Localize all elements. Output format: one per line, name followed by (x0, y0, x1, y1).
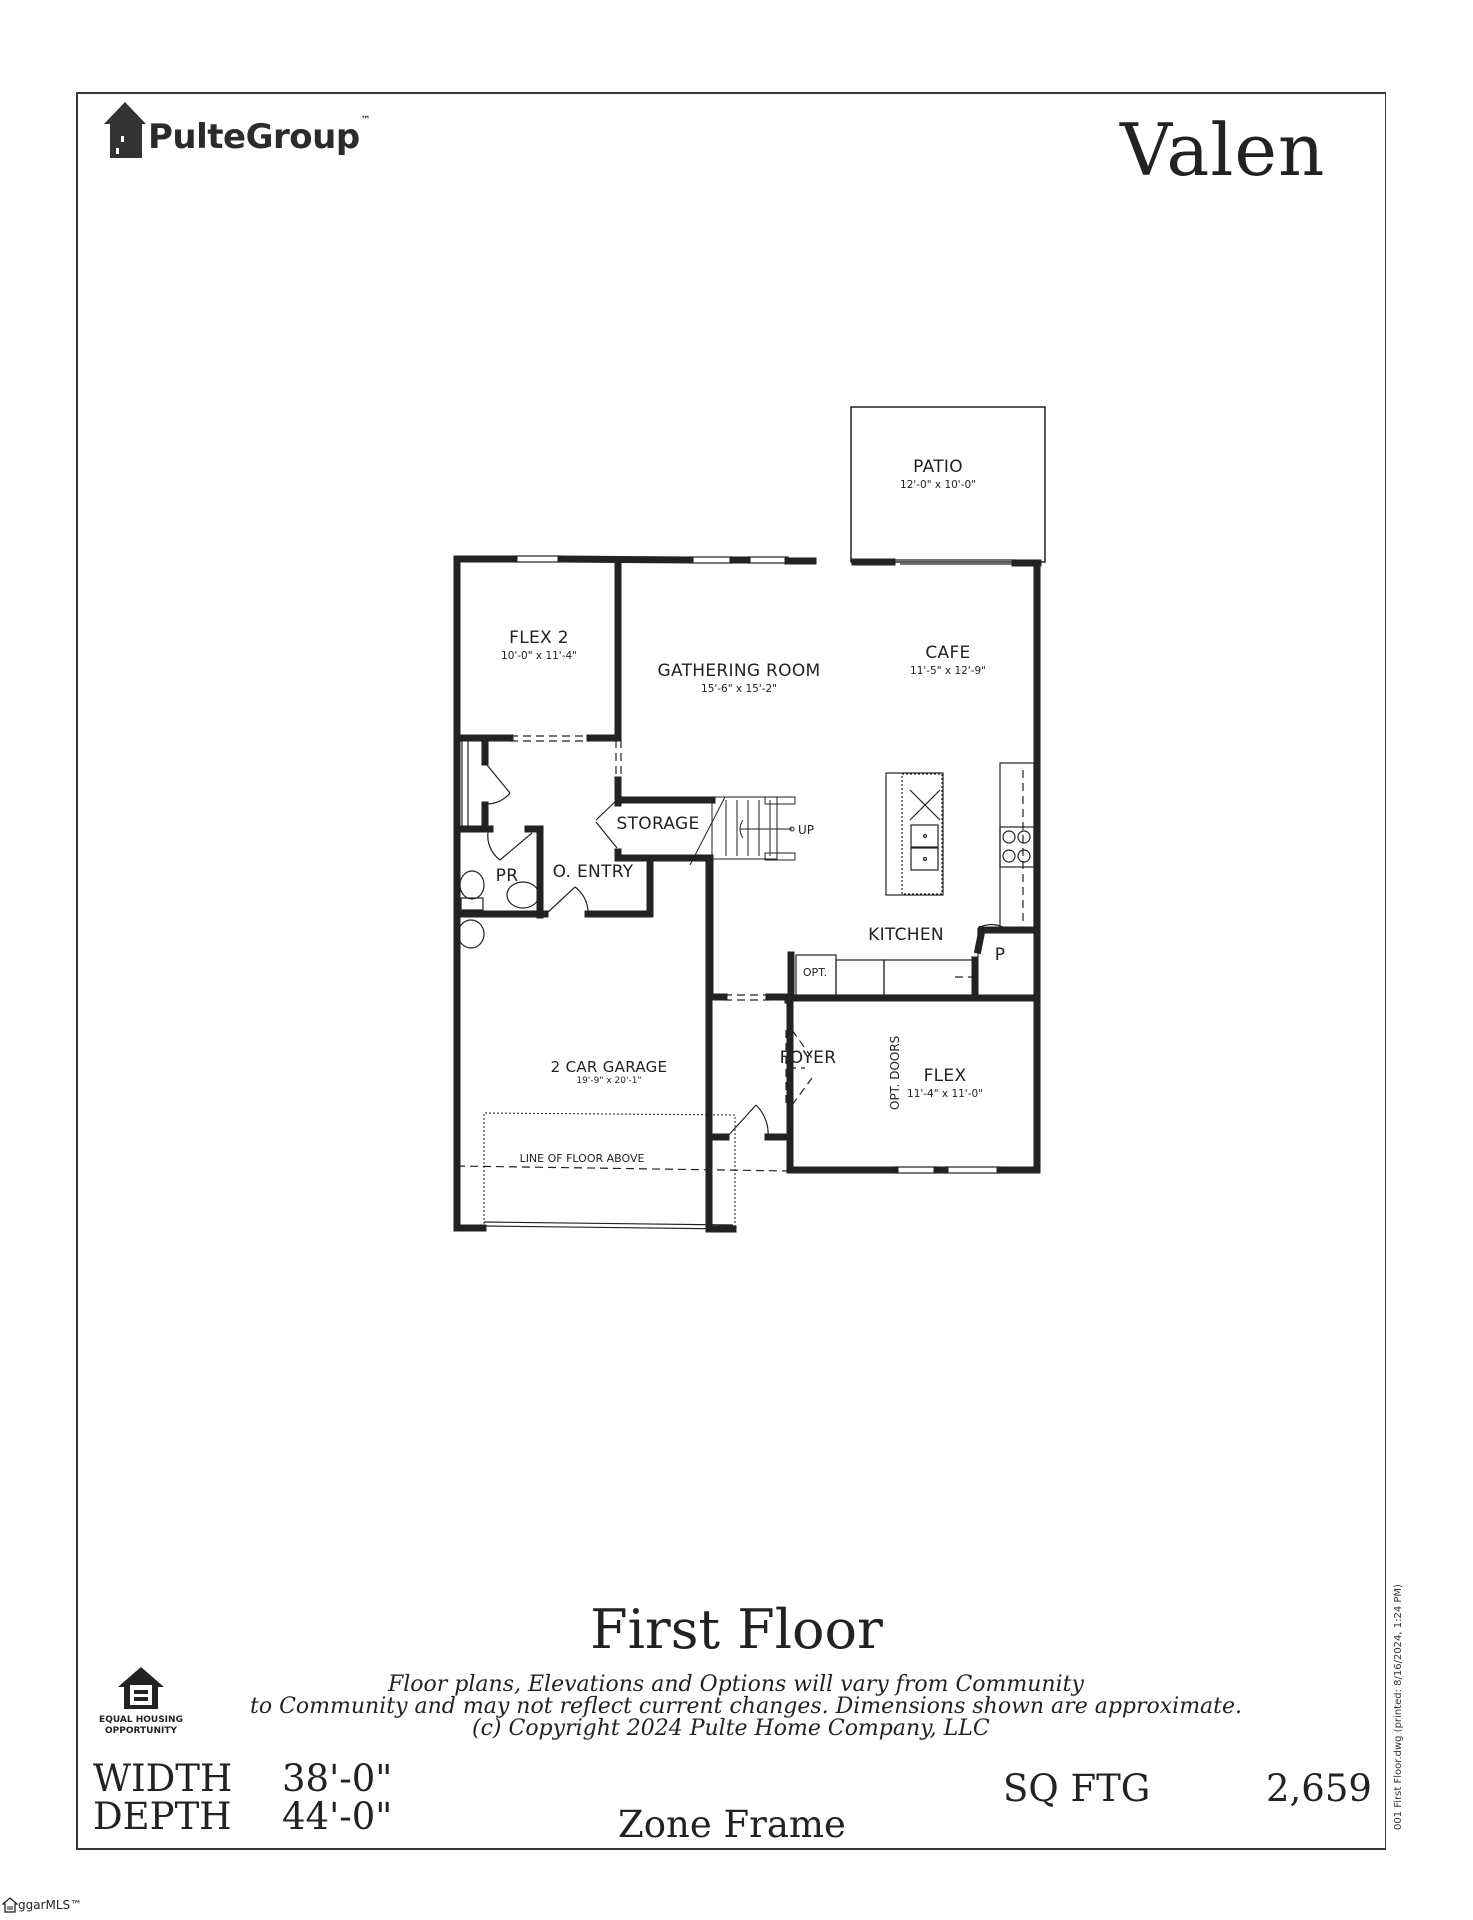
brand-name: PulteGroup™ (148, 115, 371, 157)
room-name: FLEX (923, 1066, 967, 1086)
room-flex: FLEX 11'-4" x 11'-0" (907, 1066, 983, 1100)
width-label: WIDTH (93, 1757, 233, 1800)
room-powder-room: PR (496, 866, 519, 886)
room-name: CAFE (925, 643, 971, 663)
room-name: OPT. (802, 966, 828, 979)
optional-doors-label: OPT. DOORS (888, 1035, 902, 1110)
disclaimer-line-2: to Community and may not reflect current… (250, 1694, 1243, 1719)
room-pantry: P (995, 945, 1006, 965)
room-optional: OPT. (803, 966, 827, 979)
room-name: P (994, 945, 1006, 965)
room-dimensions: 11'-4" x 11'-0" (907, 1088, 983, 1100)
disclaimer-line-3: (c) Copyright 2024 Pulte Home Company, L… (472, 1716, 990, 1741)
stairs-up-label: UP (797, 823, 815, 837)
print-stamp: 001 First Floor.dwg (printed: 8/16/2024,… (1393, 1584, 1404, 1830)
room-kitchen: KITCHEN (868, 925, 944, 945)
room-name: 2 CAR GARAGE (550, 1058, 668, 1076)
room-dimensions: 11'-5" x 12'-9" (910, 665, 986, 677)
equal-housing-icon (118, 1667, 164, 1709)
room-cafe: CAFE 11'-5" x 12'-9" (910, 643, 986, 677)
room-dimensions: 10'-0" x 11'-4" (501, 650, 577, 662)
room-name: O. ENTRY (552, 862, 634, 882)
floor-title: First Floor (590, 1598, 883, 1661)
house-logo-icon (104, 102, 146, 158)
depth-label: DEPTH (93, 1795, 232, 1838)
room-foyer: FOYER (780, 1048, 837, 1068)
house-watermark-icon (2, 1897, 18, 1913)
disclaimer-line-1: Floor plans, Elevations and Options will… (388, 1672, 1084, 1697)
depth-value: 44'-0" (282, 1795, 393, 1838)
square-footage-value: 2,659 (1266, 1767, 1372, 1810)
elevation-name: Zone Frame (618, 1803, 846, 1846)
room-dimensions: 15'-6" x 15'-2" (701, 683, 777, 695)
room-storage: STORAGE (616, 814, 699, 834)
room-name: GATHERING ROOM (657, 661, 821, 681)
room-gathering-room: GATHERING ROOM 15'-6" x 15'-2" (658, 661, 821, 695)
room-name: PATIO (913, 457, 963, 477)
plan-name: Valen (1120, 108, 1326, 192)
room-dimensions: 19'-9" x 20'-1" (576, 1076, 642, 1086)
room-name: FLEX 2 (509, 628, 569, 648)
room-flex-2: FLEX 2 10'-0" x 11'-4" (501, 628, 577, 662)
square-footage-label: SQ FTG (1003, 1767, 1151, 1810)
room-patio: PATIO 12'-0" x 10'-0" (900, 457, 976, 491)
room-dimensions: 12'-0" x 10'-0" (900, 479, 976, 491)
room-name: KITCHEN (868, 925, 944, 945)
mls-watermark: ggarMLS™ (2, 1897, 82, 1913)
equal-housing-opportunity-logo: EQUAL HOUSING OPPORTUNITY (96, 1665, 186, 1738)
room-name: FOYER (779, 1048, 837, 1068)
width-value: 38'-0" (282, 1757, 393, 1800)
pultegroup-logo: PulteGroup™ (104, 100, 371, 160)
line-of-floor-above-label: LINE OF FLOOR ABOVE (519, 1152, 645, 1165)
room-garage: 2 CAR GARAGE 19'-9" x 20'-1" (551, 1058, 668, 1086)
document-frame (76, 92, 1386, 1850)
room-name: STORAGE (616, 814, 700, 834)
room-name: PR (495, 866, 519, 886)
room-owners-entry: O. ENTRY (553, 862, 634, 882)
